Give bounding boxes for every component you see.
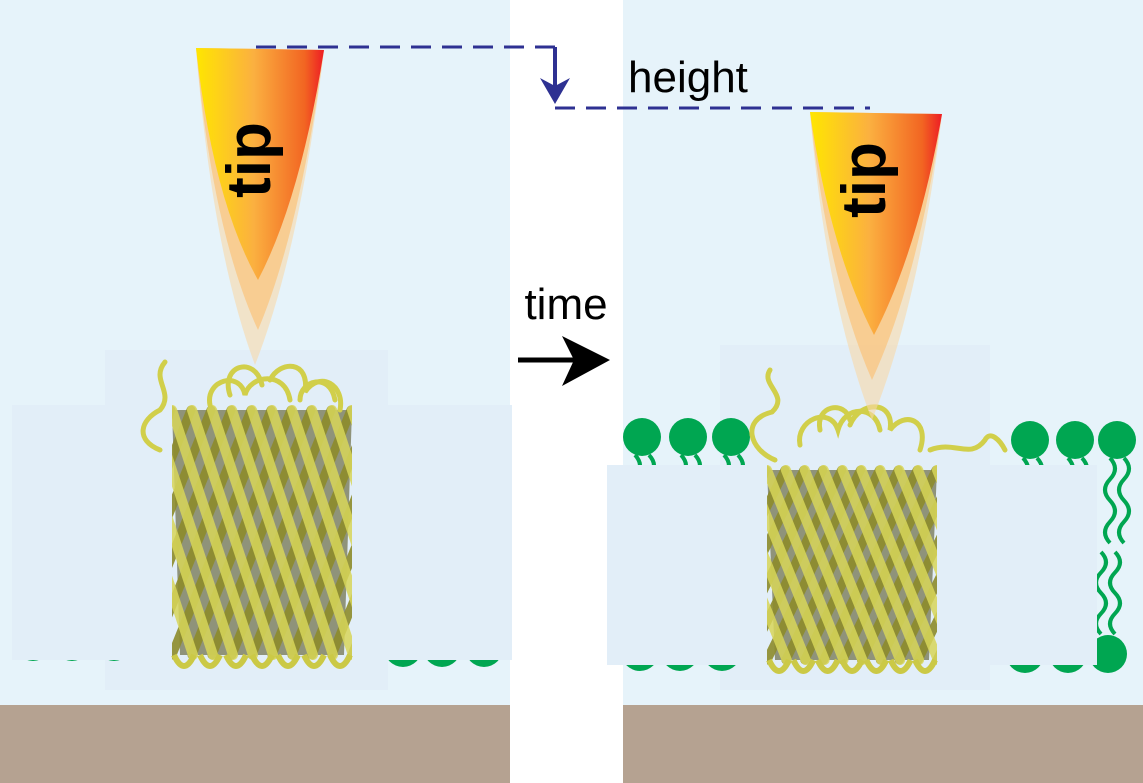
after-panel: tip: [607, 0, 1143, 783]
before-panel: tip: [0, 0, 512, 783]
beta-strand: [837, 465, 925, 665]
protein-loop: [225, 364, 265, 398]
protein-turn: [766, 658, 792, 674]
protein-turn: [839, 658, 865, 674]
protein-structure: [607, 367, 1097, 674]
barrel-mask: [607, 465, 767, 665]
lipid-head: [1056, 421, 1094, 459]
beta-strand: [762, 465, 849, 665]
beta-strand: [227, 405, 318, 660]
substrate: [623, 705, 1143, 783]
barrel-mask: [12, 405, 172, 660]
beta-strand: [267, 405, 358, 660]
beta-strand: [207, 405, 316, 660]
tip-label: tip: [215, 122, 284, 198]
height-indicator: height: [256, 45, 870, 110]
beta-strand: [227, 405, 336, 660]
lipid-head: [1011, 421, 1049, 459]
beta-strand: [167, 405, 276, 660]
beta-strand: [838, 465, 941, 665]
right-arrow-icon: [518, 336, 610, 386]
protein-turn: [790, 658, 817, 674]
substrate: [0, 705, 510, 783]
protein-loop: [140, 359, 168, 453]
beta-strand: [819, 465, 922, 665]
lipid-head: [623, 418, 661, 456]
lipid-molecule: [1098, 421, 1136, 545]
lipid-head: [669, 418, 707, 456]
tip-label: tip: [830, 142, 899, 218]
lipid-head: [1098, 421, 1136, 459]
barrel-mask: [937, 465, 1097, 665]
protein-turn: [814, 658, 841, 674]
protein-turn: [223, 653, 249, 669]
protein-turn: [863, 658, 890, 674]
protein-loop: [297, 379, 338, 403]
lipid-tail: [1103, 456, 1117, 545]
protein-loop: [847, 404, 925, 453]
height-label: height: [628, 53, 748, 102]
beta-strand: [167, 405, 258, 660]
lipid-head: [1089, 635, 1127, 673]
afm-tip: tip: [810, 112, 942, 420]
lipid-head: [712, 418, 750, 456]
afm-tip: tip: [196, 48, 324, 365]
beta-strand: [187, 405, 296, 660]
time-indicator: time: [518, 280, 610, 386]
protein-loop: [749, 367, 781, 463]
beta-strand: [247, 405, 356, 660]
protein-turn: [171, 653, 197, 669]
protein-turn: [327, 653, 353, 669]
beta-strand: [780, 465, 868, 665]
beta-strand: [247, 405, 338, 660]
protein-structure: [12, 359, 512, 669]
lipid-tail: [1117, 456, 1131, 545]
barrel-mask: [352, 405, 512, 660]
down-arrow-icon: [540, 47, 570, 104]
protein-turn: [249, 653, 275, 669]
protein-turn: [275, 653, 301, 669]
lipid-tail: [1108, 550, 1122, 636]
beta-strand: [781, 465, 884, 665]
time-label: time: [524, 280, 607, 329]
protein-loop: [927, 433, 1008, 453]
beta-strand: [856, 465, 943, 665]
protein-turn: [301, 653, 327, 669]
beta-barrel-protein: [607, 367, 1097, 674]
protein-turn: [912, 658, 938, 674]
beta-strand: [800, 465, 903, 665]
beta-strand: [818, 465, 906, 665]
beta-strand: [799, 465, 887, 665]
beta-barrel-protein: [12, 359, 512, 669]
beta-strand: [187, 405, 278, 660]
protein-turn: [197, 653, 223, 669]
beta-strand: [762, 465, 865, 665]
protein-loop: [267, 363, 344, 413]
protein-loop: [207, 376, 293, 408]
protein-turn: [887, 658, 914, 674]
protein-loop: [817, 405, 853, 433]
beta-strand: [207, 405, 298, 660]
